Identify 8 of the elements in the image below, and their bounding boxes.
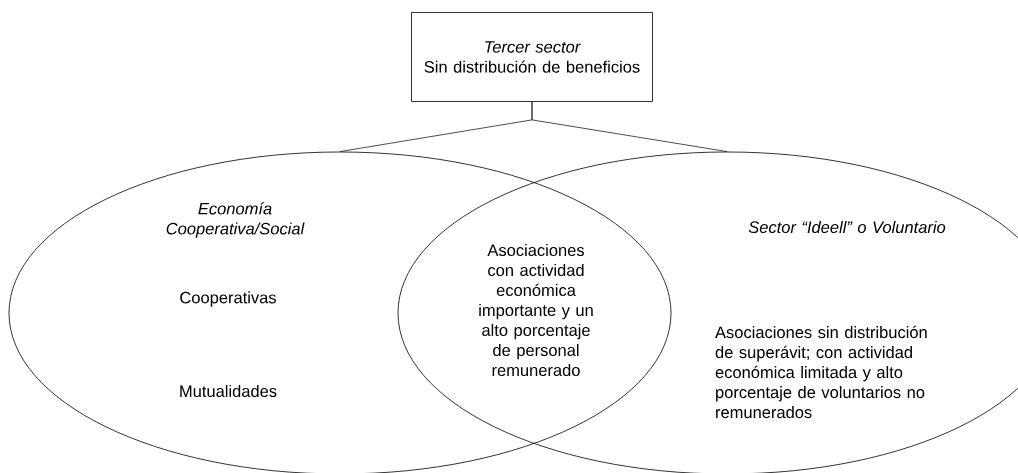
ellipse-text: Asociaciones sin distribución de superávit; con actividad económica limitada y alto porcentaje de voluntarios no remunerados xyxy=(715,325,927,419)
text-box: Tercer sector Sin distribución de beneficios xyxy=(411,12,653,102)
overlap-text: Asociaciones con actividad económica importante y un alto porcentaje de personal remunerado xyxy=(479,243,593,377)
connector-line xyxy=(531,101,728,152)
ellipse-text: Cooperativas xyxy=(180,291,276,307)
ellipse-heading: Economía Cooperativa/Social xyxy=(166,202,305,238)
ellipse-heading: Sector “Ideell” o Voluntario xyxy=(748,220,946,234)
ellipse-text: Mutualidades xyxy=(180,384,277,398)
